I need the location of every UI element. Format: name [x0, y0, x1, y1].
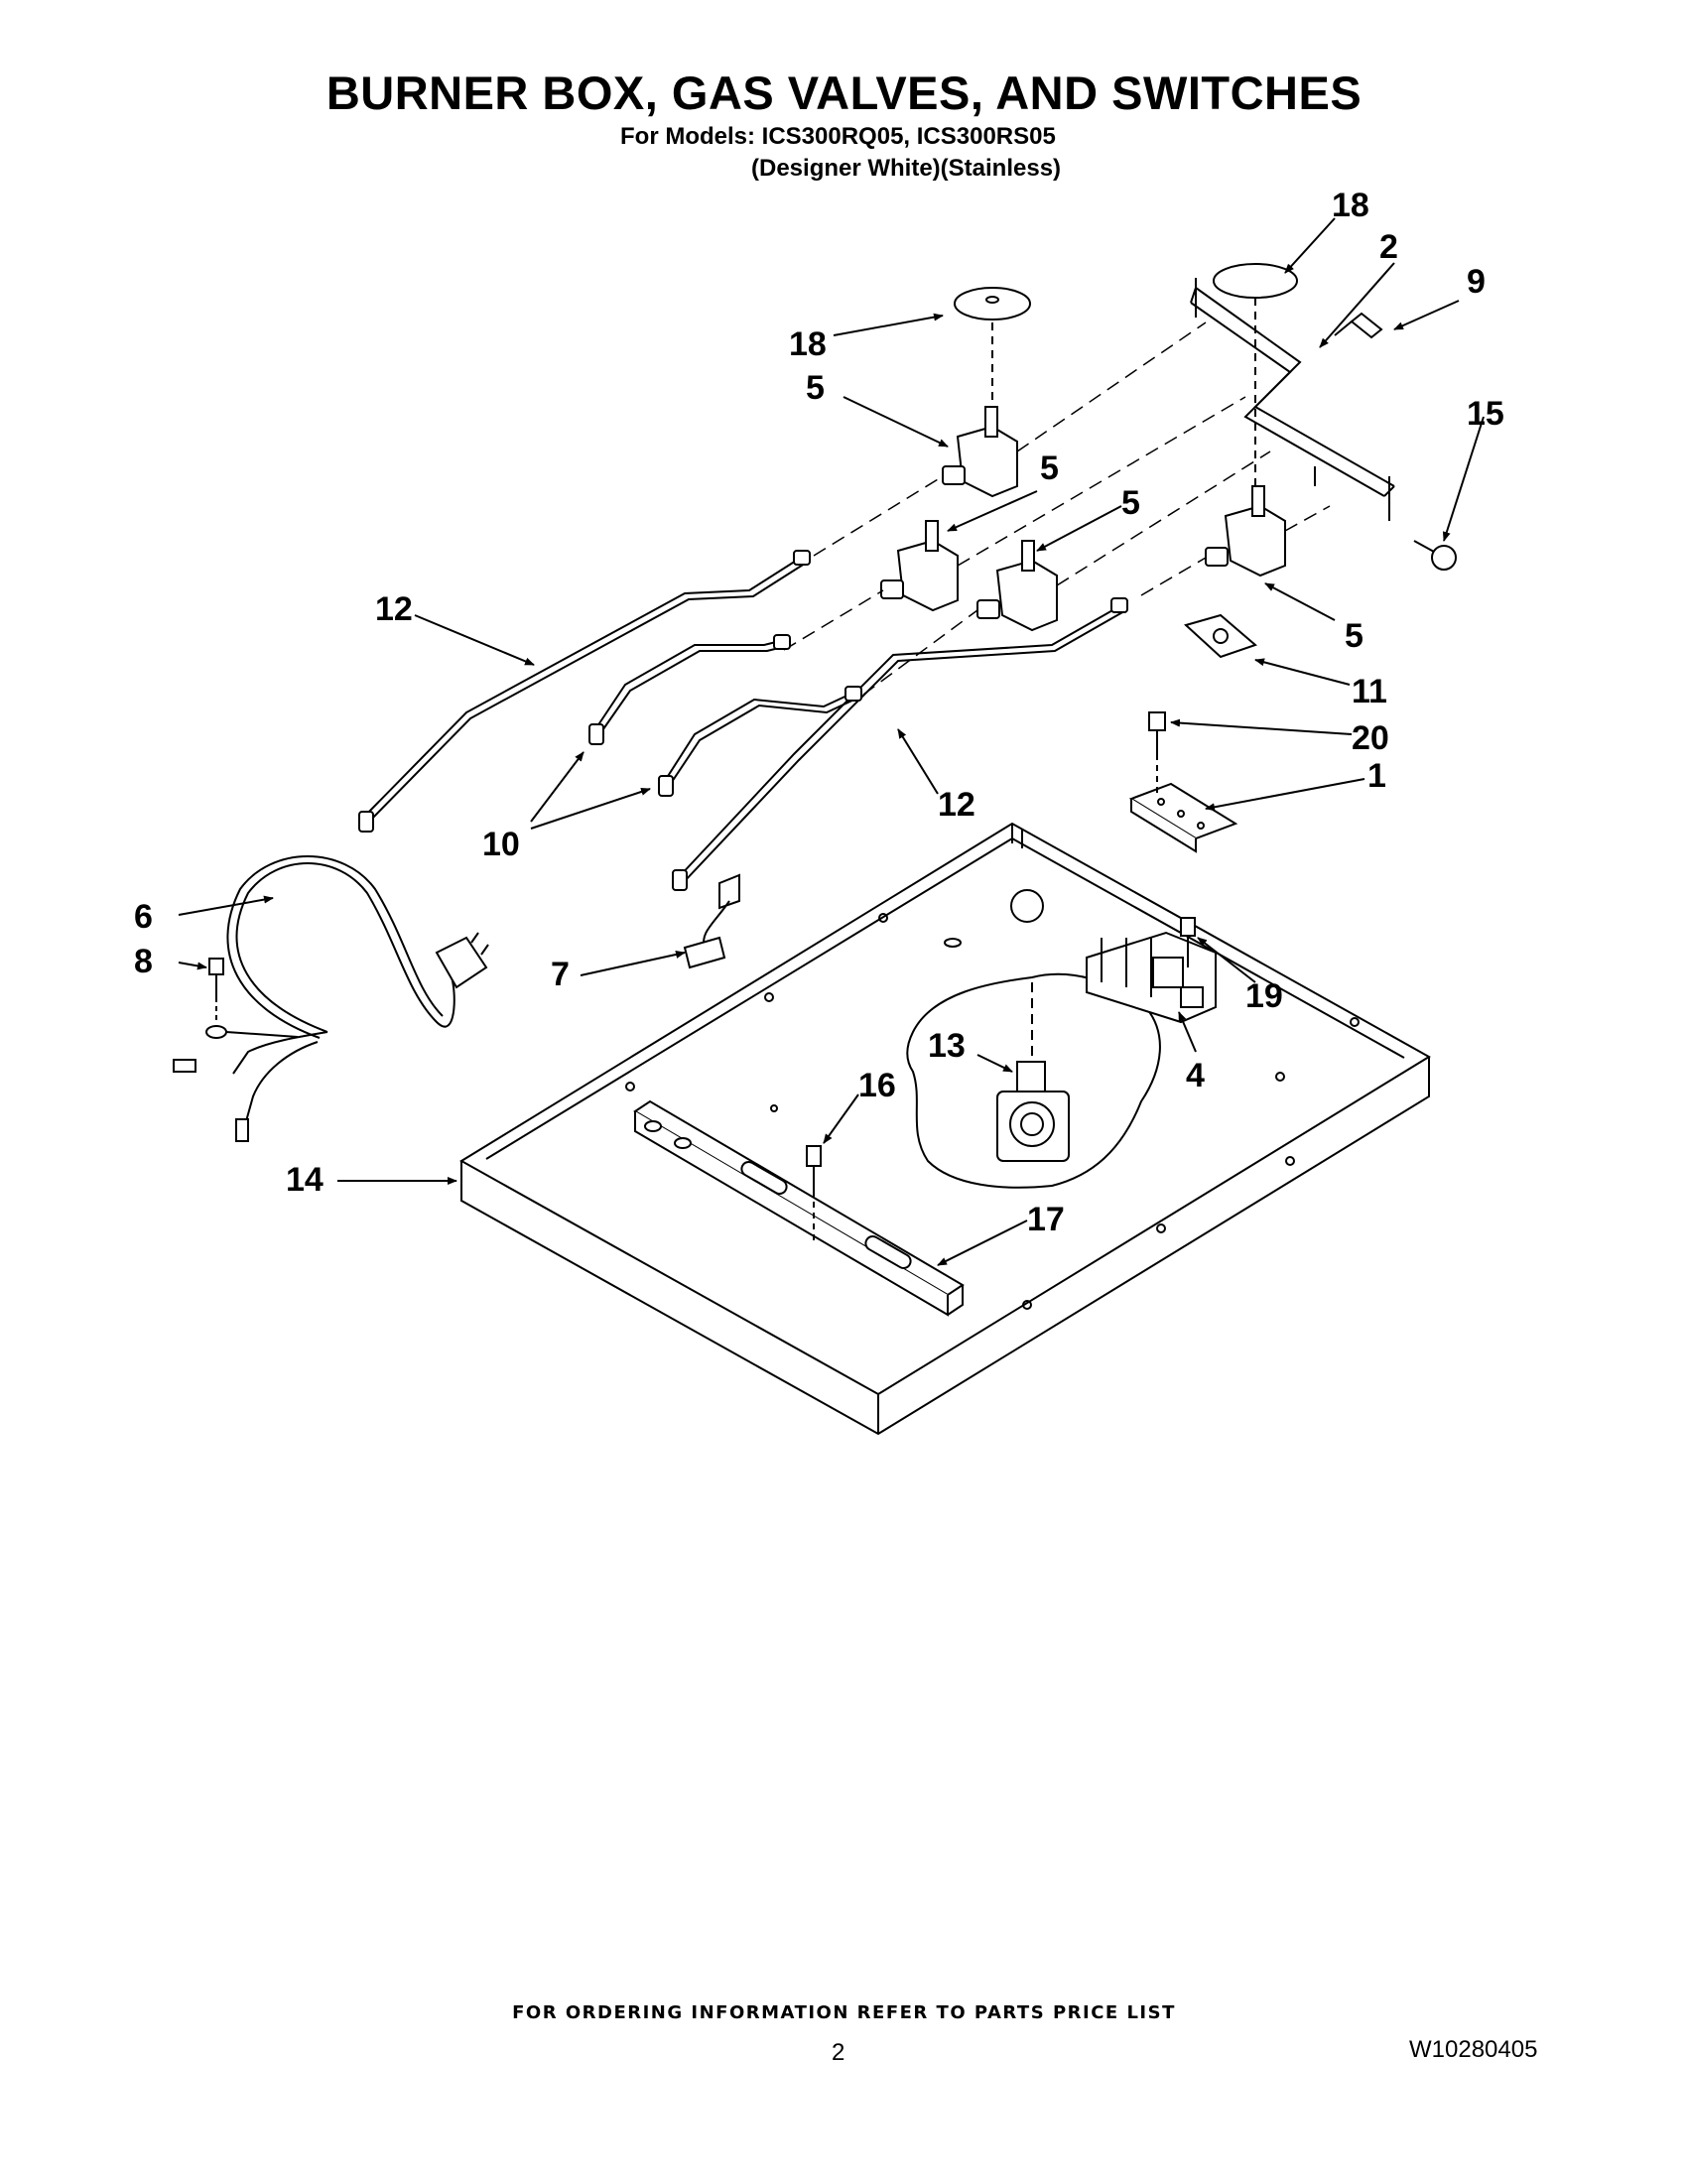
part-20-screw	[1148, 711, 1166, 794]
gas-valves	[880, 406, 1286, 632]
callout-labels: 1 2 4 5 5 5 5 6 7 8 9 10 11 12 12 13 14 …	[134, 187, 1504, 1238]
callout-13: 13	[928, 1027, 966, 1065]
callout-5b: 5	[1040, 450, 1059, 487]
callout-16: 16	[858, 1067, 896, 1104]
leader-12b	[897, 728, 939, 795]
callout-10: 10	[482, 826, 520, 863]
callout-8: 8	[134, 943, 153, 980]
leader-5d	[1264, 582, 1336, 621]
part-15-screw	[1413, 540, 1457, 571]
part-1-bracket	[1128, 782, 1238, 853]
leader-11	[1254, 658, 1351, 686]
part-5-valve-d	[1205, 485, 1286, 578]
callout-7: 7	[551, 956, 570, 993]
leader-6	[178, 895, 274, 916]
callout-14: 14	[286, 1161, 324, 1199]
part-5-valve-c	[976, 540, 1058, 632]
callout-18b: 18	[1332, 187, 1369, 224]
leader-5b	[947, 490, 1038, 532]
part-7-harness	[683, 873, 740, 969]
part-4-switch	[1086, 931, 1217, 1024]
callout-19: 19	[1245, 977, 1283, 1015]
callout-20: 20	[1352, 719, 1389, 757]
leader-18a	[833, 313, 944, 336]
callout-2: 2	[1379, 228, 1398, 266]
leader-13	[976, 1054, 1013, 1073]
page-number: 2	[832, 2039, 845, 2066]
gas-tubes	[358, 550, 1128, 891]
variants-line: (Designer White)(Stainless)	[751, 155, 1062, 182]
leader-12a	[414, 614, 535, 666]
leader-10a	[530, 751, 584, 823]
part-10-tube-left	[592, 639, 785, 733]
callout-17: 17	[1027, 1201, 1065, 1238]
ordering-note: FOR ORDERING INFORMATION REFER TO PARTS …	[512, 2002, 1176, 2023]
part-12-tube-right	[677, 604, 1122, 879]
callout-5c: 5	[1121, 484, 1140, 522]
callout-1: 1	[1367, 757, 1386, 795]
leader-10b	[530, 788, 651, 830]
leader-5c	[1036, 505, 1122, 552]
callout-4: 4	[1186, 1057, 1205, 1094]
leader-4	[1178, 1011, 1197, 1053]
leader-8	[178, 962, 207, 970]
leader-9	[1393, 300, 1460, 330]
models-line: For Models: ICS300RQ05, ICS300RS05	[620, 123, 1056, 150]
page-title: BURNER BOX, GAS VALVES, AND SWITCHES	[325, 66, 1363, 119]
part-12-tube-left	[364, 555, 805, 817]
leader-lines	[178, 217, 1485, 1266]
leader-2	[1319, 262, 1395, 348]
part-2-manifold	[1190, 278, 1395, 521]
leader-16	[823, 1093, 859, 1144]
callout-5a: 5	[806, 369, 825, 407]
callout-15: 15	[1467, 395, 1504, 433]
part-10-tube-right	[662, 692, 854, 785]
part-16-screw	[806, 1145, 822, 1240]
part-18-cap-left	[954, 287, 1031, 407]
part-18-cap-right	[1213, 263, 1298, 496]
callout-6: 6	[134, 898, 153, 936]
part-5-valve-a	[942, 406, 1018, 498]
leader-15	[1442, 416, 1485, 542]
part-5-valve-b	[880, 520, 959, 612]
leader-20	[1170, 718, 1353, 735]
leader-19	[1197, 937, 1256, 983]
leader-17	[937, 1220, 1028, 1266]
part-13-regulator	[996, 982, 1070, 1162]
leader-18b	[1284, 217, 1336, 274]
callout-9: 9	[1467, 263, 1486, 301]
part-17-bracket	[633, 1099, 965, 1317]
callout-12b: 12	[938, 786, 975, 824]
part-9-screw	[1334, 312, 1383, 339]
leader-7	[580, 951, 686, 976]
callout-18a: 18	[789, 325, 827, 363]
leader-1	[1205, 778, 1365, 812]
part-6-power-cord	[173, 855, 489, 1142]
callout-5d: 5	[1345, 617, 1363, 655]
part-19-screw	[1180, 917, 1196, 967]
callout-12a: 12	[375, 590, 413, 628]
leader-5a	[843, 396, 949, 448]
part-11-gasket	[1184, 613, 1257, 659]
part-8-screw	[208, 958, 224, 1022]
callout-11: 11	[1352, 673, 1387, 710]
document-number: W10280405	[1409, 2036, 1538, 2063]
